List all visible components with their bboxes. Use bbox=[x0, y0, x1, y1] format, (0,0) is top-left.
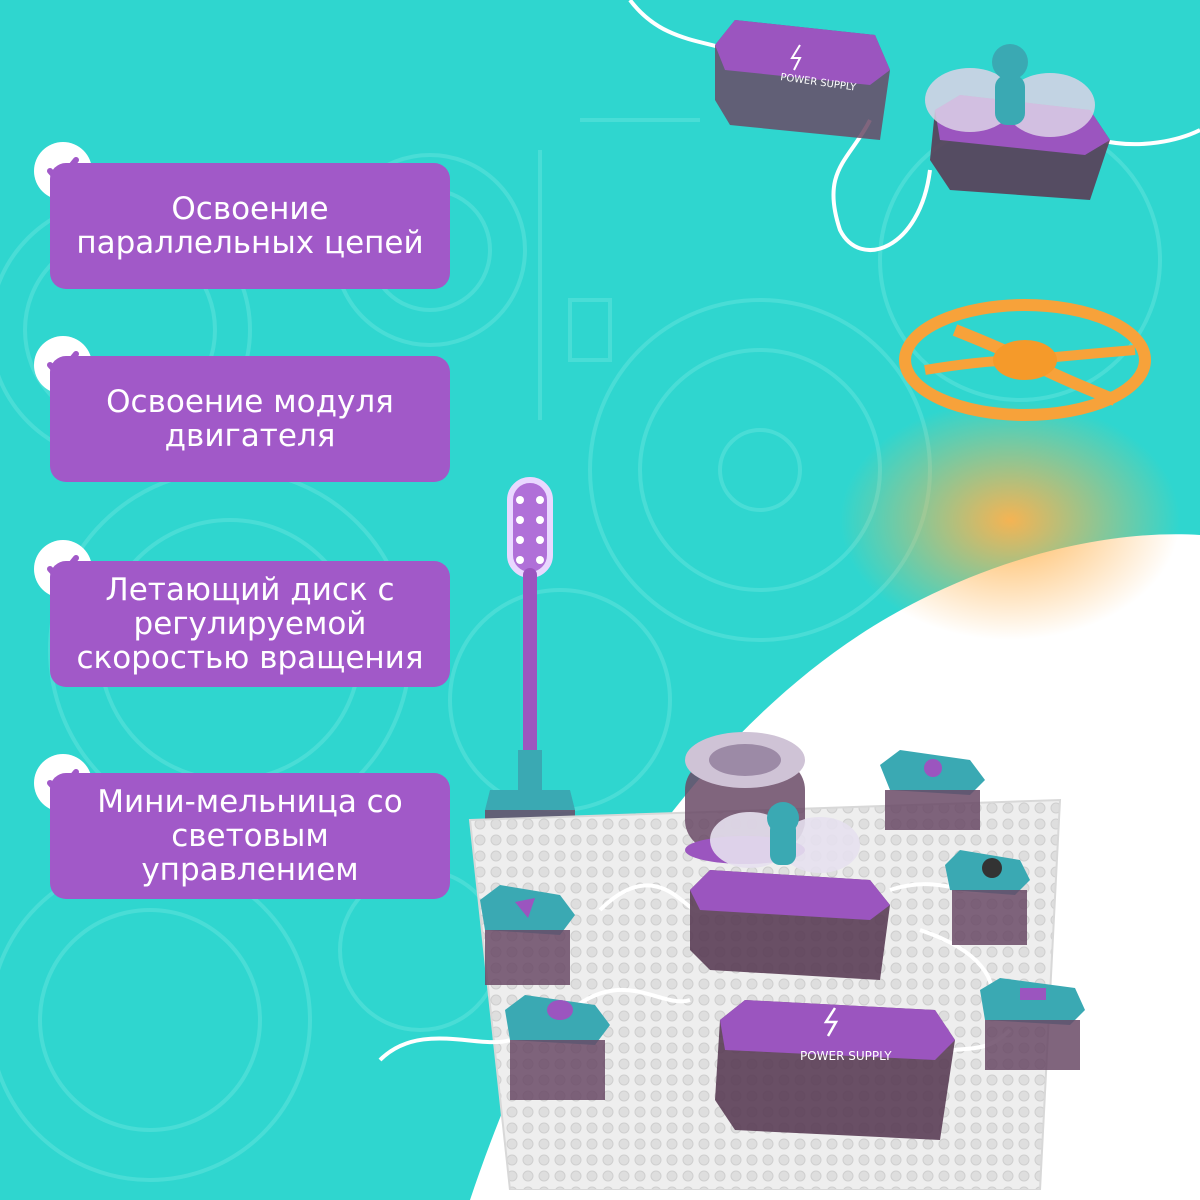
feature-card-parallel-circuits: Освоение параллельных цепей bbox=[50, 163, 450, 289]
feature-text: Освоение модуля двигателя bbox=[106, 384, 394, 454]
power-supply-label: POWER SUPPLY bbox=[800, 1049, 892, 1063]
small-power-supply-module: POWER SUPPLY bbox=[715, 20, 890, 140]
power-supply-module: POWER SUPPLY bbox=[715, 1000, 955, 1140]
central-fan-module bbox=[690, 802, 890, 980]
flying-disc-illustration bbox=[899, 299, 1151, 421]
feature-card-motor-module: Освоение модуля двигателя bbox=[50, 356, 450, 482]
switch-module-top-right bbox=[880, 750, 985, 830]
feature-card-flying-disc: Летающий диск с регулируемой скоростью в… bbox=[50, 561, 450, 687]
feature-text: Освоение параллельных цепей bbox=[76, 191, 424, 261]
button-module-bottom-left bbox=[505, 995, 610, 1100]
light-sensor-module bbox=[480, 885, 575, 985]
speed-switch-module bbox=[980, 978, 1085, 1070]
sensor-module-right bbox=[945, 850, 1030, 945]
circuit-baseplate-illustration: POWER SUPPLY bbox=[378, 732, 1156, 1190]
feature-text: Летающий диск с регулируемой скоростью в… bbox=[76, 572, 424, 676]
feature-text: Мини-мельница со световым управлением bbox=[97, 784, 403, 888]
top-modules-illustration: POWER SUPPLY bbox=[628, 0, 1200, 252]
feature-card-mini-mill: Мини-мельница со световым управлением bbox=[50, 773, 450, 899]
fan-module bbox=[925, 44, 1110, 200]
